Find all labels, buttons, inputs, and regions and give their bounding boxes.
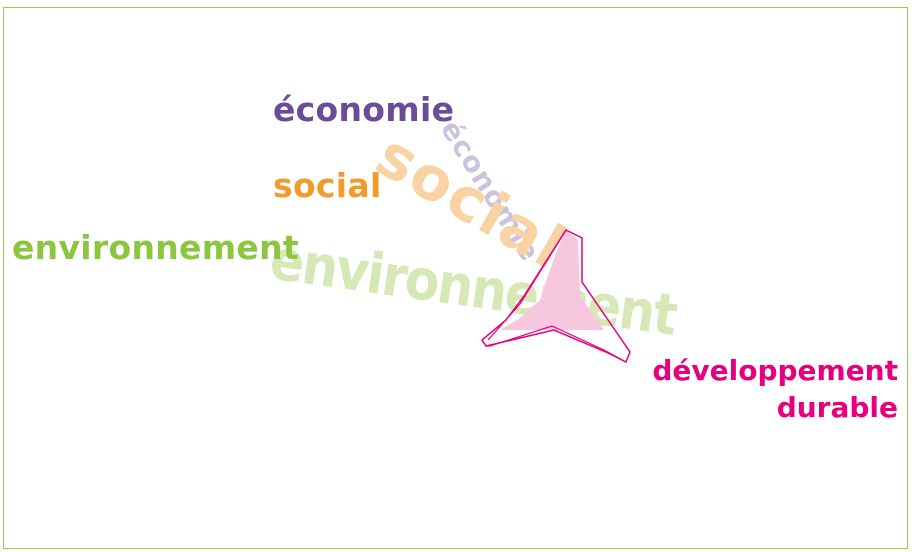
flow-environnement-text: environnement (266, 227, 681, 349)
output-line-2: durable (776, 391, 898, 424)
label-environnement: environnement (12, 228, 299, 267)
label-developpement-durable: développement durable (640, 352, 898, 426)
flowing-environnement: environnement (266, 227, 681, 349)
funnel-icon (481, 229, 631, 364)
label-social: social (273, 166, 382, 205)
funnel-edge-line (487, 229, 567, 341)
output-line-1: développement (652, 354, 898, 387)
funnel-spout-line (486, 325, 627, 363)
diagram-frame (3, 7, 908, 549)
label-economie: économie (273, 90, 455, 129)
funnel-inner-fill (500, 230, 604, 330)
